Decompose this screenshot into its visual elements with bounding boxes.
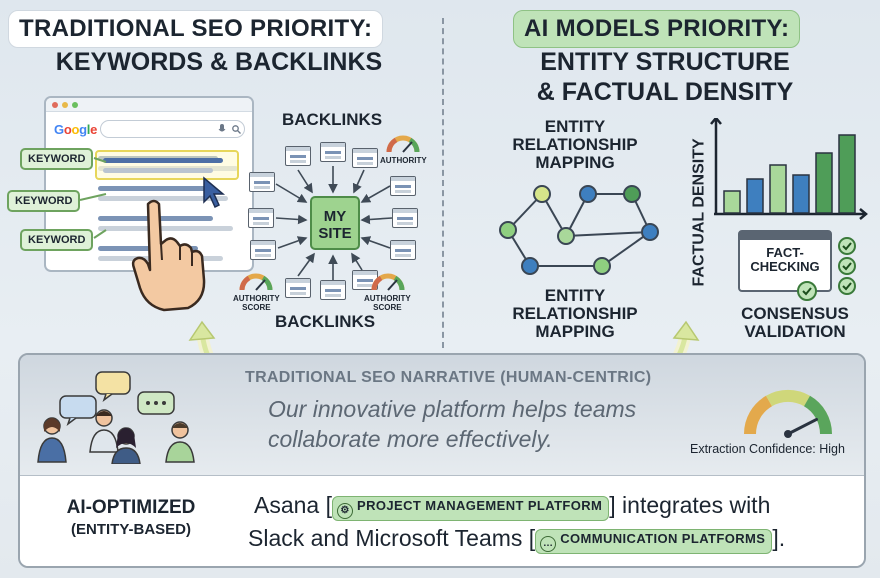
authority-gauge-icon bbox=[386, 135, 420, 153]
density-bar bbox=[792, 174, 810, 214]
entity-node bbox=[641, 223, 659, 241]
site-label: SITE bbox=[318, 225, 352, 242]
keyword-label: KEYWORD bbox=[7, 190, 81, 212]
mic-icon bbox=[218, 124, 226, 132]
right-subheader-2: & FACTUAL DENSITY bbox=[536, 78, 794, 106]
density-bar bbox=[838, 134, 856, 214]
left-subheader: KEYWORDS & BACKLINKS bbox=[55, 48, 383, 76]
factual-density-chart bbox=[710, 118, 868, 220]
backlink-page-icon bbox=[390, 240, 416, 260]
authority-gauge-icon bbox=[371, 273, 405, 291]
backlink-page-icon bbox=[392, 208, 418, 228]
entity-tag-communication: …COMMUNICATION PLATFORMS bbox=[535, 529, 773, 554]
backlinks-title-bottom: BACKLINKS bbox=[275, 312, 376, 331]
check-list-icon bbox=[838, 237, 856, 295]
fact-checking-label: FACT- bbox=[766, 245, 804, 260]
entity-node bbox=[521, 257, 539, 275]
ai-optimized-label: AI-OPTIMIZED (ENTITY-BASED) bbox=[66, 497, 196, 538]
backlink-page-icon bbox=[352, 148, 378, 168]
site-label: MY bbox=[323, 208, 347, 225]
gear-icon: ⚙ bbox=[337, 503, 353, 519]
entity-tag-project-management: ⚙PROJECT MANAGEMENT PLATFORM bbox=[332, 496, 610, 521]
keyword-label: KEYWORD bbox=[20, 148, 94, 170]
backlink-page-icon bbox=[390, 176, 416, 196]
density-bar bbox=[769, 164, 787, 214]
search-icon bbox=[232, 125, 241, 134]
confidence-gauge-icon bbox=[743, 389, 833, 438]
keyword-label: KEYWORD bbox=[20, 229, 94, 251]
fact-checking-label: CHECKING bbox=[750, 258, 820, 274]
google-logo: Google bbox=[54, 122, 98, 137]
backlink-page-icon bbox=[285, 278, 311, 298]
density-bar bbox=[815, 152, 833, 214]
density-bar bbox=[746, 178, 764, 214]
authority-gauge-icon bbox=[239, 273, 273, 291]
right-header: AI MODELS PRIORITY: bbox=[513, 10, 801, 48]
backlink-page-icon bbox=[352, 270, 378, 290]
narrative-line: Our innovative platform helps teams bbox=[268, 396, 637, 422]
confidence-label: Extraction Confidence: High bbox=[690, 442, 845, 456]
section-divider bbox=[442, 18, 444, 348]
search-input[interactable] bbox=[100, 120, 245, 138]
cursor-icon bbox=[203, 176, 226, 209]
right-subheader-1: ENTITY STRUCTURE bbox=[540, 48, 790, 76]
entity-sentence-line-1: Asana [⚙PROJECT MANAGEMENT PLATFORM] int… bbox=[254, 492, 770, 521]
left-header: TRADITIONAL SEO PRIORITY: bbox=[8, 10, 384, 48]
backlink-page-icon bbox=[250, 240, 276, 260]
entity-relationship-graph bbox=[499, 185, 659, 275]
narrative-title: TRADITIONAL SEO NARRATIVE (HUMAN-CENTRIC… bbox=[245, 369, 652, 386]
entity-node bbox=[623, 185, 641, 203]
backlink-page-icon bbox=[249, 172, 275, 192]
backlink-arrows bbox=[275, 166, 393, 280]
entity-sentence-line-2: Slack and Microsoft Teams […COMMUNICATIO… bbox=[248, 525, 785, 554]
check-badge-icon bbox=[797, 281, 817, 301]
authority-label: AUTHORITY bbox=[380, 156, 427, 165]
entity-node bbox=[533, 185, 551, 203]
pointing-hand-icon bbox=[131, 199, 206, 312]
chat-bubble-icon: … bbox=[540, 536, 557, 552]
narrative-line: collaborate more effectively. bbox=[268, 426, 553, 452]
density-bar bbox=[723, 190, 741, 214]
people-chatting-icon bbox=[37, 371, 195, 464]
narrative-section bbox=[20, 355, 864, 475]
backlinks-title-top: BACKLINKS bbox=[282, 110, 383, 129]
entity-node bbox=[579, 185, 597, 203]
backlink-page-icon bbox=[320, 280, 346, 300]
backlink-page-icon bbox=[285, 146, 311, 166]
backlink-page-icon bbox=[248, 208, 274, 228]
chart-ylabel: FACTUAL DENSITY bbox=[690, 138, 708, 287]
browser-titlebar bbox=[46, 98, 252, 112]
my-site-box: MY SITE bbox=[310, 196, 360, 250]
entity-node bbox=[557, 227, 575, 245]
entity-node bbox=[593, 257, 611, 275]
highlighted-result bbox=[95, 150, 239, 180]
entity-node bbox=[499, 221, 517, 239]
fact-checking-window: FACT- CHECKING bbox=[738, 230, 832, 292]
keyword-connectors bbox=[79, 157, 107, 239]
backlink-page-icon bbox=[320, 142, 346, 162]
